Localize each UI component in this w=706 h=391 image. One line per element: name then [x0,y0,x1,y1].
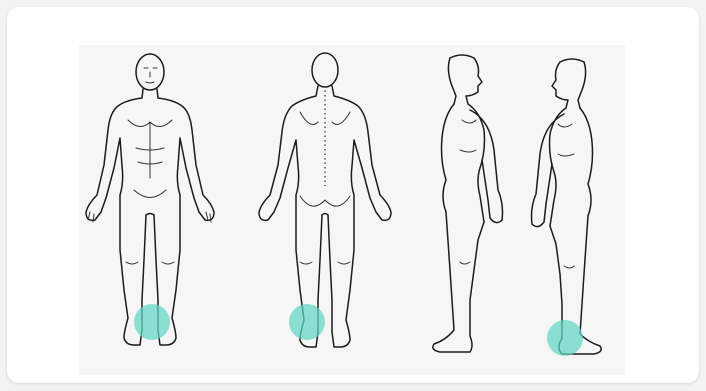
marker-back-ankles[interactable] [289,304,325,340]
body-front-icon [86,54,214,345]
marker-front-ankles[interactable] [134,304,170,340]
body-back-icon [259,53,391,347]
body-right-side-icon [433,55,503,352]
body-left-side-icon [532,59,602,354]
marker-left-side-foot[interactable] [547,320,583,356]
